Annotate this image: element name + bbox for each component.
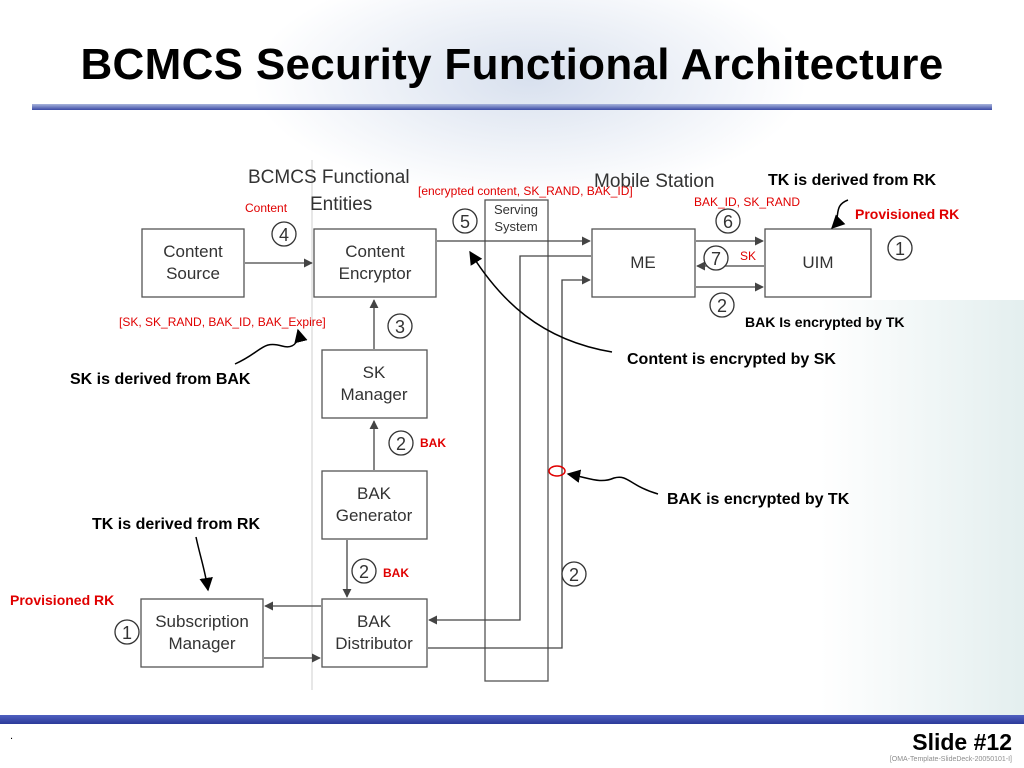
footer-mark: .: [10, 730, 14, 742]
step-5-number: 5: [460, 212, 470, 232]
heading-functional-entities-line1: BCMCS Functional: [248, 167, 410, 188]
step-3-marker: 3: [387, 313, 413, 339]
annotation-sk-derived: SK is derived from BAK: [70, 371, 251, 388]
subscription-manager-label-line2: Manager: [168, 634, 235, 653]
arrow-distributor-to-me: [428, 275, 591, 649]
content-source-label-line1: Content: [163, 242, 223, 261]
step-1-left-number: 1: [122, 623, 132, 643]
content-source-label-line2: Source: [166, 264, 220, 283]
bak-distributor-label-line2: Distributor: [335, 634, 413, 653]
label-content: Content: [245, 201, 288, 215]
content-encryptor-box: Content Encryptor: [313, 228, 437, 298]
callout-tk-to-subscription: [195, 536, 213, 592]
serving-system-column: [484, 199, 549, 682]
annotation-provisioned-rk-bottom: Provisioned RK: [10, 592, 114, 608]
footer-bar: [0, 715, 1024, 724]
serving-system-label-line2: System: [494, 219, 537, 234]
label-sk: SK: [740, 249, 756, 263]
callout-bak-encrypted: [566, 469, 659, 495]
sk-manager-label-line2: Manager: [340, 385, 407, 404]
step-7-number: 7: [711, 249, 721, 269]
content-source-box: Content Source: [141, 228, 245, 298]
me-label: ME: [630, 253, 656, 272]
step-2-bak-distributor-number: 2: [359, 562, 369, 582]
step-2-me-uim-marker: 2: [709, 292, 735, 318]
step-7-marker: 7: [703, 245, 729, 271]
step-2-ms-line-marker: 2: [561, 561, 587, 587]
step-1-right-marker: 1: [887, 235, 913, 261]
arrow-me-to-distributor: [428, 255, 591, 625]
annotation-provisioned-rk-top: Provisioned RK: [855, 206, 959, 222]
step-2-me-uim-number: 2: [717, 296, 727, 316]
serving-system-label-bg: [486, 201, 547, 237]
bak-generator-label-line1: BAK: [357, 484, 392, 503]
annotation-bak-encrypted-small: BAK Is encrypted by TK: [745, 314, 904, 330]
annotation-bak-encrypted: BAK is encrypted by TK: [667, 491, 850, 508]
step-6-marker: 6: [715, 208, 741, 234]
me-box: ME: [591, 228, 696, 298]
template-reference: [OMA-Template-SlideDeck-20050101-I]: [889, 756, 1012, 763]
step-2-bak-generator-number: 2: [396, 434, 406, 454]
step-3-number: 3: [395, 317, 405, 337]
step-2-ms-line-number: 2: [569, 565, 579, 585]
content-encryptor-label-line1: Content: [345, 242, 405, 261]
annotation-content-encrypted: Content is encrypted by SK: [627, 351, 836, 368]
slide-number: Slide #12: [912, 729, 1012, 755]
step-2-bak-distributor-marker: 2: [351, 558, 377, 584]
content-encryptor-label-line2: Encryptor: [339, 264, 412, 283]
bak-distributor-box: BAK Distributor: [321, 598, 428, 668]
subscription-manager-label-line1: Subscription: [155, 612, 249, 631]
step-1-right-number: 1: [895, 239, 905, 259]
label-bak-2: BAK: [383, 566, 409, 580]
step-4-number: 4: [279, 225, 289, 245]
callout-tk-to-uim: [831, 199, 849, 229]
serving-system-label-line1: Serving: [494, 202, 538, 217]
callout-sk-derived: [234, 328, 308, 365]
label-bak-1: BAK: [420, 436, 446, 450]
uim-box: UIM: [764, 228, 872, 298]
subscription-manager-box: Subscription Manager: [140, 598, 264, 668]
label-bak-id-sk-rand: BAK_ID, SK_RAND: [694, 195, 800, 209]
step-1-left-marker: 1: [114, 619, 140, 645]
label-sk-bundle: [SK, SK_RAND, BAK_ID, BAK_Expire]: [119, 315, 326, 329]
sk-manager-box: SK Manager: [321, 349, 428, 419]
bak-generator-box: BAK Generator: [321, 470, 428, 540]
highlight-ellipse: [548, 465, 566, 477]
title-underline: [32, 104, 992, 110]
background-glow-right: [820, 300, 1024, 720]
bak-generator-label-line2: Generator: [336, 506, 413, 525]
callout-content-encrypted: [469, 250, 613, 353]
heading-functional-entities-line2: Entities: [310, 194, 372, 215]
slide-title: BCMCS Security Functional Architecture: [80, 40, 944, 89]
label-encrypted-content: [encrypted content, SK_RAND, BAK_ID]: [418, 184, 633, 198]
step-4-marker: 4: [271, 221, 297, 247]
annotation-tk-derived-bottom: TK is derived from RK: [92, 516, 260, 533]
uim-label: UIM: [802, 253, 833, 272]
step-5-marker: 5: [452, 208, 478, 234]
step-2-bak-generator-marker: 2: [388, 430, 414, 456]
heading-mobile-station: Mobile Station: [594, 171, 714, 192]
bak-distributor-label-line1: BAK: [357, 612, 392, 631]
annotation-tk-derived-top: TK is derived from RK: [768, 172, 936, 189]
sk-manager-label-line1: SK: [363, 363, 386, 382]
background-glow-top: [250, 0, 810, 200]
step-6-number: 6: [723, 212, 733, 232]
